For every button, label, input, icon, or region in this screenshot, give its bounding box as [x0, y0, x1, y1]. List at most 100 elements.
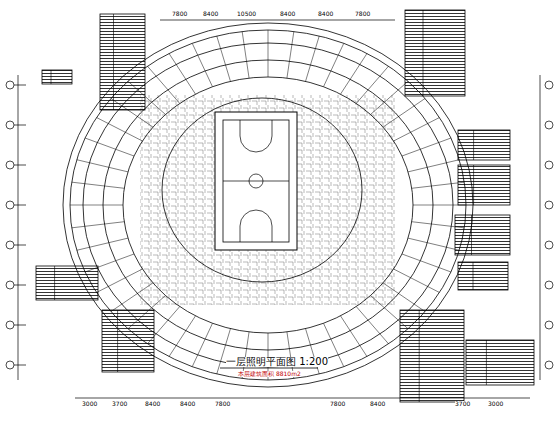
- radial-line: [356, 307, 388, 344]
- axis-bubble: [545, 241, 553, 249]
- axis-bubble: [6, 81, 14, 89]
- dimension-text: 7800: [330, 401, 345, 407]
- table-rule: [471, 215, 472, 255]
- table-rule: [473, 165, 474, 205]
- radial-line: [192, 323, 212, 366]
- axis-bubble: [545, 321, 553, 329]
- radial-line: [394, 118, 440, 142]
- radial-line: [169, 316, 196, 357]
- radial-line: [97, 118, 143, 142]
- dimension-text: 7800: [355, 11, 370, 17]
- table-rule: [113, 14, 114, 110]
- schedule-table: [102, 310, 154, 372]
- radial-line: [394, 269, 440, 293]
- radial-line: [217, 36, 231, 81]
- schedule-table: [400, 310, 464, 402]
- dimension-text: 8400: [370, 401, 385, 407]
- table-rule: [473, 130, 474, 160]
- radial-line: [408, 160, 459, 172]
- schedule-table: [458, 262, 508, 290]
- court: [215, 112, 297, 250]
- axis-bubble: [6, 361, 14, 369]
- radial-line: [77, 160, 128, 172]
- drawing-title: 一层照明平面图 1:200: [226, 357, 328, 367]
- axis-line: [14, 85, 26, 86]
- axis-line: [14, 165, 26, 166]
- radial-line: [408, 238, 459, 250]
- dimension-text: 3700: [455, 401, 470, 407]
- radial-line: [341, 53, 368, 94]
- axis-bubble: [545, 281, 553, 289]
- axis-bubble: [6, 321, 14, 329]
- schedule-table: [466, 340, 534, 385]
- dimension-text: 8400: [280, 11, 295, 17]
- axis-bubble: [545, 81, 553, 89]
- axis-line: [14, 125, 26, 126]
- radial-line: [217, 329, 231, 374]
- axis-bubble: [545, 161, 553, 169]
- axis-bubble: [545, 121, 553, 129]
- axis-line: [14, 285, 26, 286]
- dimension-text: 8400: [318, 11, 333, 17]
- radial-line: [341, 316, 368, 357]
- axis-bubble: [6, 121, 14, 129]
- radial-line: [85, 138, 134, 156]
- table-rule: [486, 340, 487, 385]
- table-rule: [423, 10, 424, 96]
- dimension-lines: [18, 20, 540, 398]
- title-underline: [220, 368, 318, 369]
- schedule-table: [458, 165, 510, 205]
- radial-line: [72, 182, 125, 188]
- axis-line: [14, 205, 26, 206]
- axis-bubble: [6, 281, 14, 289]
- dimension-text: 7800: [172, 11, 187, 17]
- table-rule: [54, 266, 55, 300]
- radial-line: [402, 138, 451, 156]
- radial-line: [72, 222, 125, 228]
- axis-bubble: [6, 201, 14, 209]
- table-rule: [419, 310, 420, 402]
- axis-line: [14, 325, 26, 326]
- radial-line: [412, 182, 465, 188]
- schedule-table: [100, 14, 145, 110]
- axis-bubble: [6, 161, 14, 169]
- radial-line: [77, 238, 128, 250]
- dimension-text: 8400: [180, 401, 195, 407]
- schedule-table: [458, 130, 510, 160]
- radial-line: [70, 205, 123, 206]
- axis-bubble: [6, 241, 14, 249]
- radial-line: [306, 36, 320, 81]
- dimension-text: 3700: [112, 401, 127, 407]
- radial-line: [97, 269, 143, 293]
- schedule-tables: [36, 10, 534, 402]
- table-rule: [473, 262, 474, 290]
- dimension-text: 3000: [488, 401, 503, 407]
- radial-line: [287, 31, 294, 78]
- radial-line: [306, 329, 320, 374]
- dimension-text: 8400: [203, 11, 218, 17]
- dimension-text: 7800: [215, 401, 230, 407]
- axis-bubble: [545, 201, 553, 209]
- axis-line: [14, 365, 26, 366]
- axis-line: [14, 245, 26, 246]
- radial-line: [323, 43, 343, 86]
- radial-line: [402, 254, 451, 272]
- wiring-area: [140, 95, 395, 305]
- schedule-table: [455, 215, 510, 255]
- radial-line: [192, 43, 212, 86]
- axis-bubble: [545, 361, 553, 369]
- dimension-text: 10500: [237, 11, 256, 17]
- schedule-table: [42, 70, 72, 84]
- schedule-table: [405, 10, 465, 96]
- dimension-text: 8400: [145, 401, 160, 407]
- axis-bubbles: [6, 81, 553, 369]
- table-rule: [51, 70, 52, 84]
- schedule-table: [36, 266, 98, 300]
- area-note: 本层建筑面积 8810m2: [238, 371, 301, 377]
- radial-line: [268, 30, 269, 77]
- radial-line: [169, 53, 196, 94]
- radial-line: [242, 31, 249, 78]
- dimension-text: 3000: [82, 401, 97, 407]
- table-rule: [117, 310, 118, 372]
